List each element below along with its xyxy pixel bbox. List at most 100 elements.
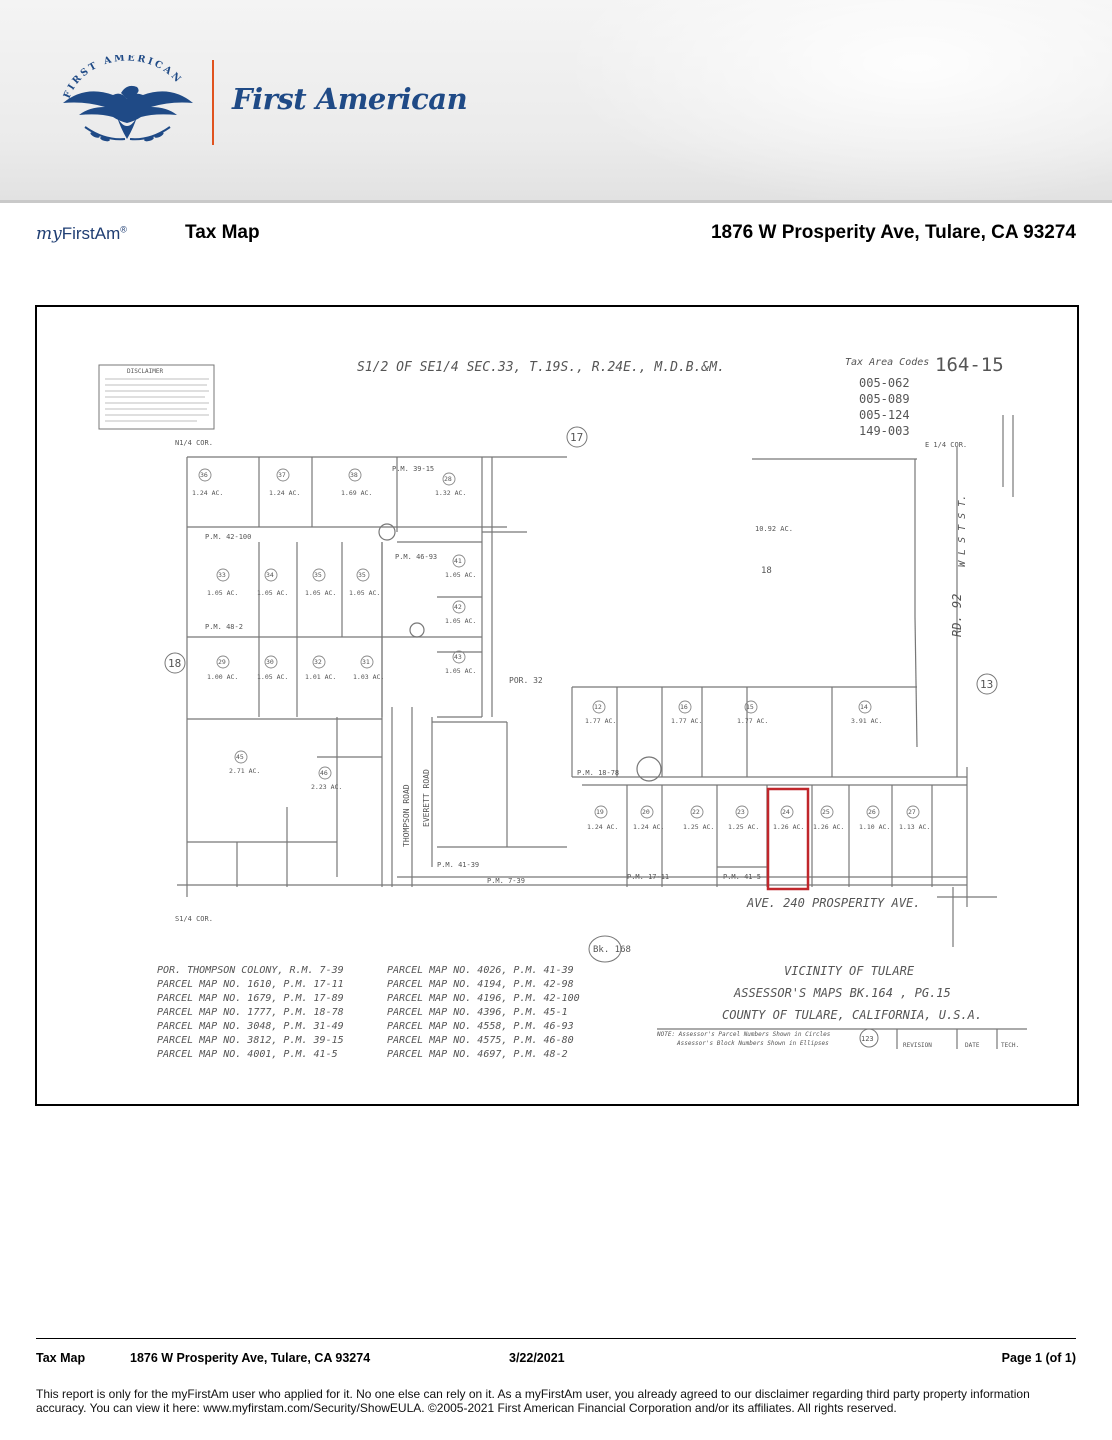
circle-bk-168: Bk. 168 (593, 945, 631, 955)
parcel-16-ac: 1.77 AC. (671, 717, 702, 725)
map-note-line-2: Assessor's Block Numbers Shown in Ellips… (676, 1040, 829, 1047)
parcel-25-num: 25 (822, 808, 830, 816)
footer-rule (36, 1338, 1076, 1339)
parcel-36-ac: 1.24 AC. (192, 489, 223, 497)
parcel-31-ac: 1.03 AC. (353, 673, 384, 681)
parcel-22-num: 22 (692, 808, 700, 816)
parcel-29-ac: 1.00 AC. (207, 673, 238, 681)
pm-label-7: P.M. 41-5 (723, 873, 761, 881)
pm-label-4: P.M. 48-2 (205, 623, 243, 631)
parcel-30-ac: 1.05 AC. (257, 673, 288, 681)
tech-label: TECH. (1001, 1042, 1019, 1049)
parcel-38-num: 38 (350, 471, 358, 479)
parcel-33-num: 33 (218, 571, 226, 579)
tax-area-code-2: 005-089 (859, 392, 910, 406)
parcel-33-ac: 1.05 AC. (207, 589, 238, 597)
footer-disclaimer: This report is only for the myFirstAm us… (36, 1387, 1030, 1415)
map-disclaimer-title: DISCLAIMER (127, 368, 164, 375)
circle-123: 123 (861, 1035, 874, 1043)
corner-top-right: E 1/4 COR. (925, 441, 967, 449)
road-92-label: RD. 92 (950, 594, 964, 637)
west-street-label: W L S T S T. (957, 495, 968, 567)
footer-date: 3/22/2021 (509, 1351, 565, 1365)
date-label: DATE (965, 1042, 980, 1049)
parcel-28-num: 28 (444, 475, 452, 483)
parcel-23-ac: 1.25 AC. (728, 823, 759, 831)
parcel-30-num: 30 (266, 658, 274, 666)
parcel-35b-ac: 1.05 AC. (349, 589, 380, 597)
brand-my: my (36, 224, 62, 244)
map-list-left-2: PARCEL MAP NO. 1610, P.M. 17-11 (157, 979, 344, 990)
parcel-28-ac: 1.32 AC. (435, 489, 466, 497)
parcel-24-ac: 1.26 AC. (773, 823, 804, 831)
parcel-15-ac: 1.77 AC. (737, 717, 768, 725)
parcel-41-num: 41 (454, 557, 462, 565)
county-label: COUNTY OF TULARE, CALIFORNIA, U.S.A. (722, 1008, 982, 1022)
map-list-left-7: PARCEL MAP NO. 4001, P.M. 41-5 (157, 1049, 338, 1060)
pm-label-3: P.M. 42-100 (205, 533, 251, 541)
parcel-35b-num: 35 (358, 571, 366, 579)
parcel-32-ac: 1.01 AC. (305, 673, 336, 681)
map-list-right-5: PARCEL MAP NO. 4558, P.M. 46-93 (387, 1021, 574, 1032)
banner-bottom-rule (0, 200, 1112, 203)
logo-divider (212, 60, 214, 145)
parcel-32-num: 32 (314, 658, 322, 666)
tax-area-code-1: 005-062 (859, 376, 910, 390)
parcel-20-num: 20 (642, 808, 650, 816)
parcel-19-num: 19 (596, 808, 604, 816)
map-list-left-1: POR. THOMPSON COLONY, R.M. 7-39 (157, 965, 344, 976)
parcel-45-num: 45 (236, 753, 244, 761)
map-list-right-3: PARCEL MAP NO. 4196, P.M. 42-100 (387, 993, 580, 1004)
map-list-right-2: PARCEL MAP NO. 4194, P.M. 42-98 (387, 979, 574, 990)
map-list-right-7: PARCEL MAP NO. 4697, P.M. 48-2 (387, 1049, 568, 1060)
circle-18: 18 (168, 657, 181, 670)
road-prosperity-ave: AVE. 240 PROSPERITY AVE. (746, 896, 920, 910)
parcel-35-ac: 1.05 AC. (305, 589, 336, 597)
parcel-25-ac: 1.26 AC. (813, 823, 844, 831)
everett-road-label: EVERETT ROAD (422, 769, 431, 827)
corner-top-left: N1/4 COR. (175, 439, 213, 447)
map-list-left-4: PARCEL MAP NO. 1777, P.M. 18-78 (157, 1007, 344, 1018)
parcel-43-ac: 1.05 AC. (445, 667, 476, 675)
header-address: 1876 W Prosperity Ave, Tulare, CA 93274 (710, 222, 1076, 243)
page-title: Tax Map (185, 222, 260, 243)
parcel-large-acreage: 10.92 AC. (755, 525, 793, 533)
tax-area-label: Tax Area Codes (845, 357, 929, 368)
map-list-right-4: PARCEL MAP NO. 4396, P.M. 45-1 (387, 1007, 568, 1018)
vicinity-label: VICINITY OF TULARE (784, 964, 915, 978)
parcel-15-num: 15 (746, 703, 754, 711)
map-list-right-6: PARCEL MAP NO. 4575, P.M. 46-80 (387, 1035, 574, 1046)
eagle-logo-icon: FIRST AMERICAN (62, 55, 193, 142)
circle-17: 17 (570, 431, 583, 444)
parcel-26-ac: 1.10 AC. (859, 823, 890, 831)
parcel-26-num: 26 (868, 808, 876, 816)
parcel-42-ac: 1.05 AC. (445, 617, 476, 625)
thompson-road-label: THOMPSON ROAD (402, 784, 411, 847)
parcel-22-ac: 1.25 AC. (683, 823, 714, 831)
parcel-24-num: 24 (782, 808, 790, 816)
map-list-left-3: PARCEL MAP NO. 1679, P.M. 17-89 (157, 993, 344, 1004)
brand-reg: ® (120, 224, 127, 235)
parcel-por-32: POR. 32 (509, 676, 543, 685)
assessor-maps-label: ASSESSOR'S MAPS BK.164 , PG.15 (733, 986, 951, 1000)
footer-page-number: Page 1 (of 1) (1001, 1351, 1076, 1365)
map-section-title: S1/2 OF SE1/4 SEC.33, T.19S., R.24E., M.… (357, 360, 725, 375)
pm-label-6: P.M. 17-11 (627, 873, 669, 881)
pm-label-5: P.M. 18-78 (577, 769, 619, 777)
parcel-27-num: 27 (908, 808, 916, 816)
parcel-27-ac: 1.13 AC. (899, 823, 930, 831)
tax-area-code-4: 149-003 (859, 424, 910, 438)
parcel-14-num: 14 (860, 703, 868, 711)
subject-parcel-highlight (766, 787, 810, 891)
parcel-34-num: 34 (266, 571, 274, 579)
map-list-left-6: PARCEL MAP NO. 3812, P.M. 39-15 (157, 1035, 344, 1046)
parcel-35-num: 35 (314, 571, 322, 579)
parcel-31-num: 31 (362, 658, 370, 666)
parcel-large-number: 18 (761, 566, 772, 576)
parcel-29-num: 29 (218, 658, 226, 666)
parcel-46-num: 46 (320, 769, 328, 777)
parcel-34-ac: 1.05 AC. (257, 589, 288, 597)
pm-label-8: P.M. 41-39 (437, 861, 479, 869)
circle-13: 13 (980, 678, 993, 691)
parcel-46-ac: 2.23 AC. (311, 783, 342, 791)
